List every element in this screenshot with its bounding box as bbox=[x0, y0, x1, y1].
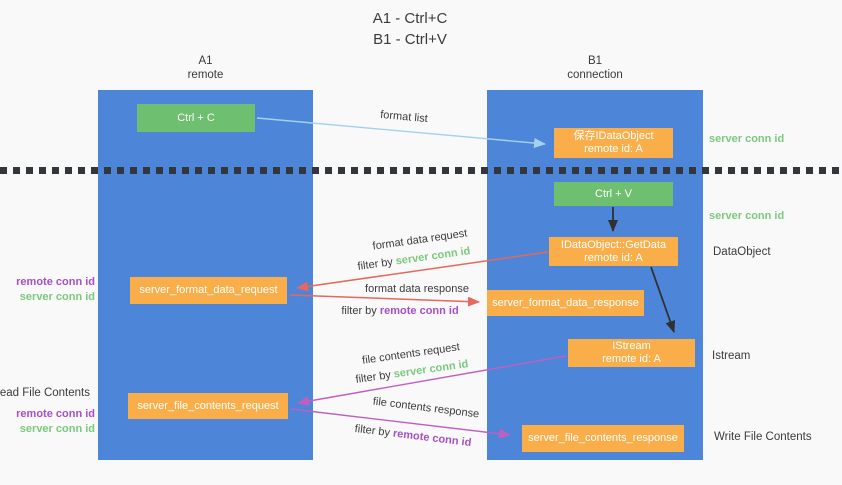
lane-a1-role: remote bbox=[187, 69, 224, 81]
lane-a1-name: A1 bbox=[198, 55, 213, 67]
lane-b1-name: B1 bbox=[587, 55, 603, 67]
title-line-1: A1 - Ctrl+C bbox=[372, 10, 448, 27]
arrow-file-contents-request bbox=[297, 355, 567, 407]
annotation-server-conn-id-mid: server conn id bbox=[709, 210, 785, 222]
filter-by-text: filter by bbox=[341, 305, 380, 317]
node-ctrl-c-label: Ctrl + C bbox=[177, 111, 215, 124]
annotation-remote-conn-id-left-2: remote conn id bbox=[16, 408, 95, 420]
node-file-request-label: server_file_contents_request bbox=[137, 399, 279, 412]
lane-b1-role: connection bbox=[567, 69, 623, 81]
node-ctrl-v: Ctrl + V bbox=[554, 182, 673, 206]
node-save-idataobject-line2: remote id: A bbox=[584, 143, 643, 155]
node-getdata-line1: IDataObject::GetData bbox=[560, 238, 667, 251]
node-server-file-contents-response: server_file_contents_response bbox=[522, 425, 684, 452]
annotation-istream: Istream bbox=[712, 350, 751, 362]
node-server-format-data-response: server_format_data_response bbox=[487, 290, 644, 316]
node-server-file-contents-request: server_file_contents_request bbox=[128, 393, 288, 419]
node-save-idataobject-line1: 保存IDataObject bbox=[573, 130, 654, 142]
node-format-request-label: server_format_data_request bbox=[139, 284, 278, 296]
lane-header-a1: A1 remote bbox=[98, 54, 313, 82]
node-istream: IStream remote id: A bbox=[568, 339, 695, 367]
arrow-file-contents-response bbox=[290, 408, 511, 439]
node-ctrl-c: Ctrl + C bbox=[137, 104, 255, 132]
remote-conn-id-text: remote conn id bbox=[379, 305, 459, 317]
diagram-title: A1 - Ctrl+C B1 - Ctrl+V bbox=[0, 8, 820, 50]
node-idataobject-getdata: IDataObject::GetData remote id: A bbox=[549, 237, 678, 266]
arrow-format-data-response bbox=[289, 294, 480, 307]
node-getdata-line2: remote id: A bbox=[584, 251, 643, 264]
node-file-response-label: server_file_contents_response bbox=[528, 432, 678, 444]
label-format-data-response: format data response bbox=[365, 283, 469, 295]
arrow-format-list bbox=[256, 117, 546, 148]
annotation-write-file-contents: Write File Contents bbox=[714, 431, 812, 443]
annotation-remote-conn-id-left-1: remote conn id bbox=[16, 276, 95, 288]
node-format-response-label: server_format_data_response bbox=[492, 296, 639, 309]
session-divider-dotted-line bbox=[0, 167, 842, 174]
annotation-read-file-contents: Read File Contents bbox=[0, 387, 90, 399]
arrow-getdata-to-istream bbox=[650, 266, 676, 333]
label-filter-by-remote-conn-id-1: filter by remote conn id bbox=[341, 305, 458, 317]
title-line-2: B1 - Ctrl+V bbox=[373, 31, 447, 48]
node-ctrl-v-label: Ctrl + V bbox=[595, 187, 632, 200]
node-server-format-data-request: server_format_data_request bbox=[130, 277, 287, 304]
annotation-server-conn-id-left-1: server conn id bbox=[19, 291, 95, 303]
annotation-server-conn-id-left-2: server conn id bbox=[19, 423, 95, 435]
node-istream-line1: IStream bbox=[612, 340, 651, 352]
node-save-idataobject: 保存IDataObject remote id: A bbox=[554, 128, 673, 158]
annotation-dataobject: DataObject bbox=[713, 246, 771, 258]
node-istream-line2: remote id: A bbox=[602, 353, 661, 365]
lane-header-b1: B1 connection bbox=[487, 54, 703, 82]
annotation-server-conn-id-top: server conn id bbox=[709, 133, 785, 145]
arrow-format-data-request bbox=[296, 251, 549, 292]
